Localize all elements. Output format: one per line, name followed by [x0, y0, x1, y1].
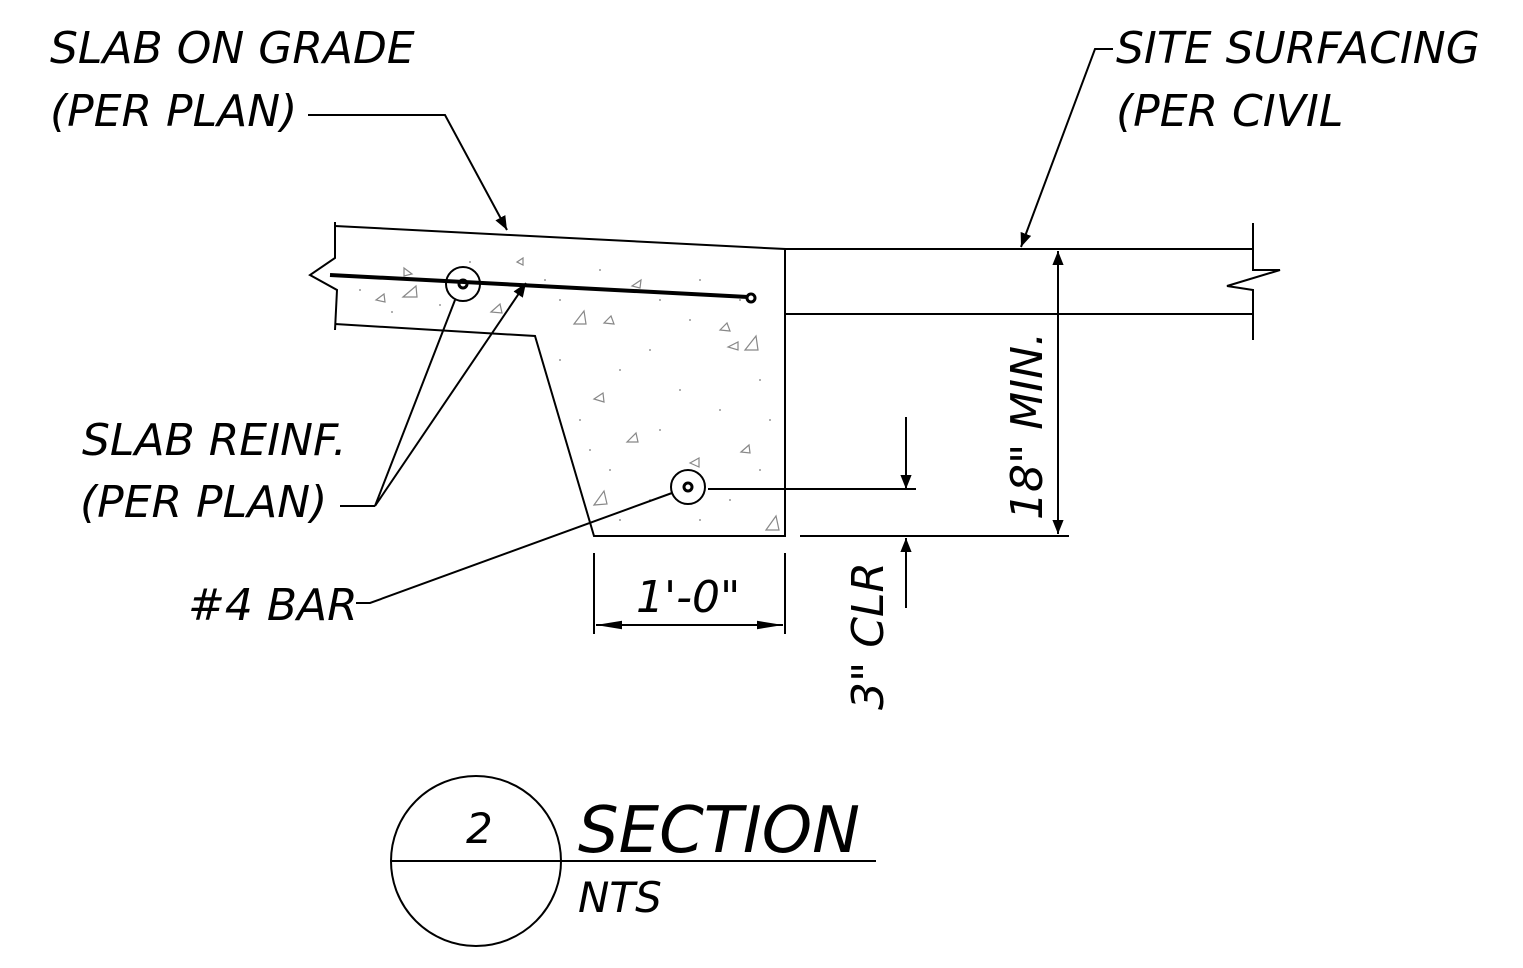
- section-scale: NTS: [578, 873, 662, 922]
- width-dimension-text: 1'-0": [636, 572, 740, 623]
- slab-on-grade-leader: [308, 114, 508, 231]
- site-surfacing-leader: [1020, 48, 1113, 248]
- width-dimension: [593, 553, 786, 634]
- slab-on-grade-note: (PER PLAN): [50, 86, 297, 137]
- site-surfacing-label: SITE SURFACING: [1116, 23, 1480, 74]
- aggregate-hatch: [359, 256, 780, 531]
- section-title: SECTION: [578, 794, 860, 868]
- bar-leader: [356, 492, 673, 604]
- section-number: 2: [466, 804, 493, 853]
- bar-label: #4 BAR: [188, 580, 358, 631]
- slab-reinf-leader: [340, 282, 527, 507]
- slab-on-grade-label: SLAB ON GRADE: [50, 23, 415, 74]
- site-surfacing-outline: [785, 223, 1281, 340]
- site-surfacing-note: (PER CIVIL: [1116, 86, 1343, 137]
- concrete-section-outline: [308, 222, 786, 537]
- slab-reinforcement-bar: [329, 273, 757, 304]
- bottom-bar-section: [670, 469, 706, 505]
- depth-dimension: [1020, 248, 1069, 534]
- clear-dimension-text: 3" CLR: [843, 562, 894, 710]
- section-marker: [390, 775, 876, 947]
- depth-dimension-text: 18" MIN.: [1002, 332, 1053, 520]
- slab-rebar-section: [445, 266, 481, 302]
- slab-reinf-note: (PER PLAN): [80, 477, 327, 528]
- clear-dimension: [708, 417, 1069, 608]
- slab-reinf-label: SLAB REINF.: [82, 415, 347, 466]
